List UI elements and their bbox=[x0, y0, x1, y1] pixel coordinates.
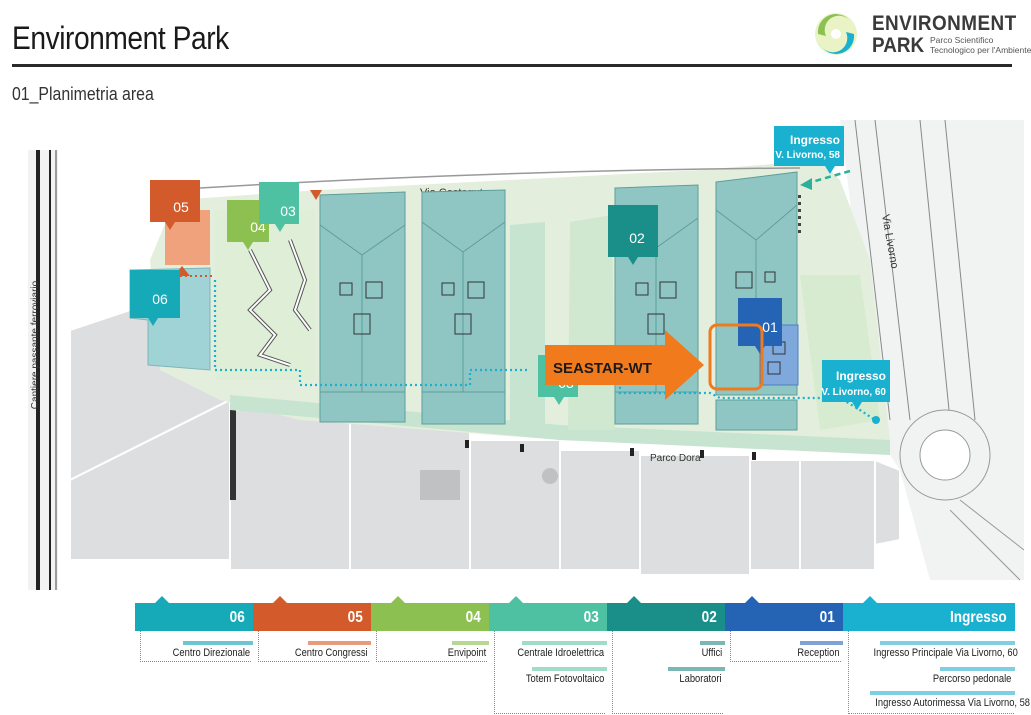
page-subtitle: 01_Planimetria area bbox=[12, 84, 154, 104]
legend-notch-06 bbox=[155, 596, 169, 603]
park-strip-2 bbox=[568, 215, 615, 430]
title-divider bbox=[12, 64, 1012, 67]
legend-header-ingresso: Ingresso bbox=[843, 603, 1015, 631]
entry-livorno-60-callout: Ingresso V. Livorno, 60 bbox=[821, 360, 890, 410]
legend-item-laboratori: Laboratori bbox=[679, 673, 722, 685]
logo-swirl-icon bbox=[815, 13, 857, 55]
legend-notch-03 bbox=[509, 596, 523, 603]
legend-item-centro-direzionale: Centro Direzionale bbox=[172, 647, 250, 659]
seastar-highlight-box bbox=[708, 323, 764, 391]
legend-notch-02 bbox=[627, 596, 641, 603]
entry-60-title: Ingresso bbox=[836, 369, 886, 383]
legend-item-envipoint: Envipoint bbox=[447, 647, 486, 659]
marker-06: 06 bbox=[130, 270, 180, 326]
park-strip-1 bbox=[510, 222, 545, 425]
marker-01: 01 bbox=[738, 298, 782, 354]
logo-tagline-2: Tecnologico per l'Ambiente bbox=[930, 45, 1031, 55]
legend-header-01: 01 bbox=[725, 603, 843, 631]
entry-58-sub: V. Livorno, 58 bbox=[775, 150, 840, 161]
street-rail-label: Cantiere passante ferroviario bbox=[30, 280, 41, 409]
logo-text-environment: ENVIRONMENT bbox=[872, 12, 1017, 35]
via-livorno-road bbox=[840, 119, 1025, 581]
legend-item-ingresso-autorimessa: Ingresso Autorimessa Via Livorno, 58 bbox=[875, 697, 1031, 709]
marker-06-label: 06 bbox=[152, 291, 168, 307]
logo-text-park: PARK bbox=[872, 34, 925, 57]
marker-05: 05 bbox=[150, 180, 200, 230]
marker-02-label: 02 bbox=[629, 230, 645, 246]
page-title: Environment Park bbox=[12, 20, 229, 56]
seastar-arrow-icon bbox=[545, 330, 704, 400]
building-block-b bbox=[421, 189, 506, 425]
railway-tracks bbox=[28, 150, 58, 590]
legend-item-uffici: Uffici bbox=[701, 647, 722, 659]
parking-dots bbox=[798, 195, 801, 233]
entry-triangle-marker bbox=[310, 190, 322, 200]
site-map: Cantiere passante ferroviario Via Livorn… bbox=[28, 119, 1025, 590]
garage-entry-arrow bbox=[807, 169, 851, 185]
entry-60-sub: V. Livorno, 60 bbox=[821, 387, 886, 398]
parco-dora-label: Parco Dora bbox=[650, 453, 701, 464]
seastar-label: SEASTAR-WT bbox=[553, 360, 652, 377]
legend-notch-05 bbox=[273, 596, 287, 603]
legend-header-02: 02 bbox=[607, 603, 725, 631]
city-blocks bbox=[69, 298, 901, 576]
legend-header-05: 05 bbox=[253, 603, 371, 631]
bollards bbox=[465, 440, 756, 460]
legend-header-06: 06 bbox=[135, 603, 253, 631]
legend-item-ingresso-principale: Ingresso Principale Via Livorno, 60 bbox=[873, 647, 1018, 659]
environment-park-logo: ENVIRONMENT PARK Parco Scientifico Tecno… bbox=[812, 10, 1031, 58]
plaza-feature bbox=[420, 470, 460, 500]
legend-item-centrale-idroelettrica: Centrale Idroelettrica bbox=[517, 647, 604, 659]
wall-feature bbox=[230, 400, 236, 500]
marker-05-label: 05 bbox=[173, 199, 189, 215]
legend-item-percorso-pedonale: Percorso pedonale bbox=[932, 673, 1011, 685]
legend-notch-01 bbox=[745, 596, 759, 603]
map-legend: 06 05 04 03 02 01 Ingresso Centro Direzi… bbox=[0, 596, 1031, 715]
marker-02: 02 bbox=[608, 205, 658, 265]
legend-item-reception: Reception bbox=[797, 647, 840, 659]
legend-header-04: 04 bbox=[371, 603, 489, 631]
entry-livorno-58-callout: Ingresso V. Livorno, 58 bbox=[774, 126, 844, 174]
legend-item-totem-fotovoltaico: Totem Fotovoltaico bbox=[525, 673, 604, 685]
marker-03-top-label: 03 bbox=[280, 203, 296, 219]
legend-notch-ingresso bbox=[863, 596, 877, 603]
building-block-a bbox=[319, 191, 406, 423]
legend-item-centro-congressi: Centro Congressi bbox=[295, 647, 368, 659]
marker-03-top: 03 bbox=[259, 182, 299, 232]
roundabout-feature bbox=[542, 468, 558, 484]
marker-01-label: 01 bbox=[762, 319, 778, 335]
legend-notch-04 bbox=[391, 596, 405, 603]
entry-point-dot bbox=[872, 416, 880, 424]
logo-tagline-1: Parco Scientifico bbox=[930, 35, 994, 45]
entry-58-title: Ingresso bbox=[790, 133, 840, 147]
legend-header-03: 03 bbox=[489, 603, 607, 631]
